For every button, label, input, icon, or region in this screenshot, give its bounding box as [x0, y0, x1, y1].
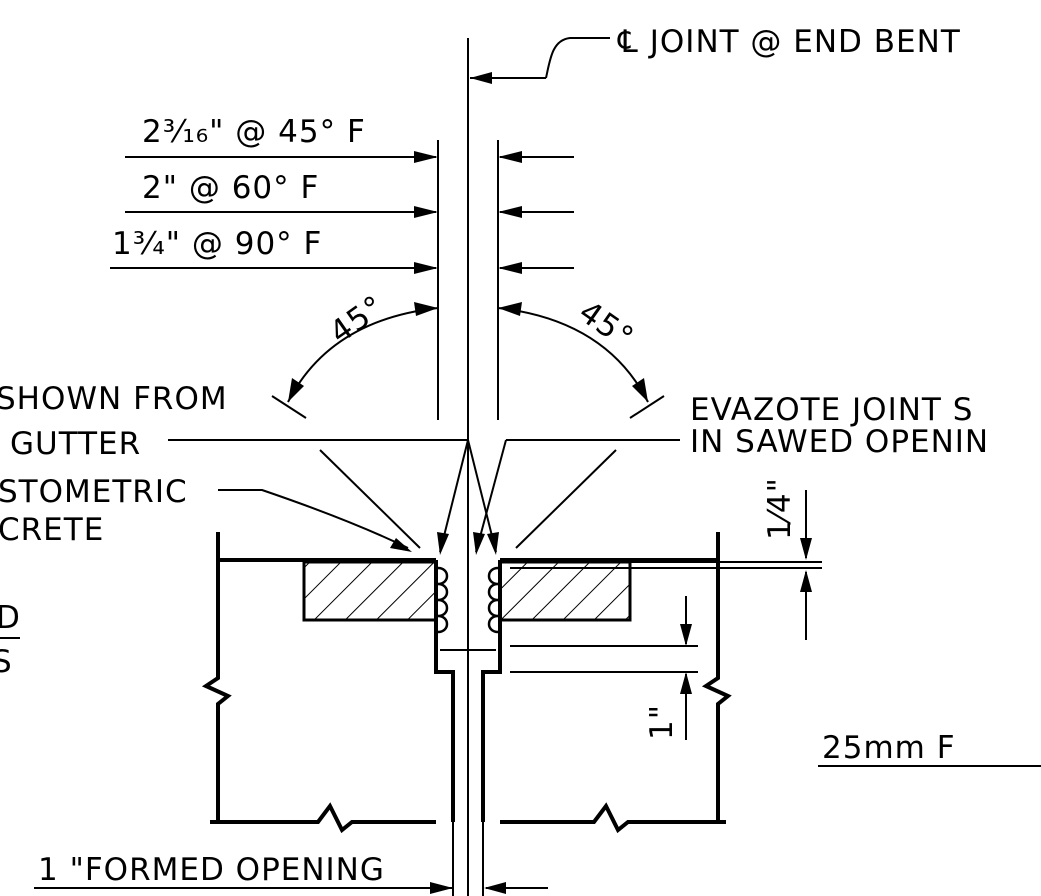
- gutter-label: GUTTER: [10, 426, 141, 462]
- formed-opening-note: 1 "FORMED OPENING: [34, 852, 548, 894]
- dim-90-label: 1³⁄₄" @ 90° F: [112, 226, 322, 262]
- dimension-rows: 2³⁄₁₆" @ 45° F 2" @ 60° F 1³⁄₄" @ 90° F: [110, 114, 574, 274]
- quarter-inch-label: 1⁄4": [762, 477, 798, 540]
- metric-label: 25mm F: [822, 730, 956, 766]
- dim-45-label: 2³⁄₁₆" @ 45° F: [142, 114, 366, 150]
- deck-slabs: [201, 532, 732, 834]
- elastomeric-concrete-left: [302, 560, 438, 622]
- edge-fragment-2: S: [0, 644, 13, 680]
- angle-left-label: 45°: [323, 288, 391, 351]
- elastomeric-label: STOMETRIC: [0, 474, 188, 510]
- joint-seal-right: [487, 566, 499, 634]
- joint-face-lines: [437, 140, 499, 896]
- left-edge-fragments: D S: [0, 600, 21, 680]
- angle-right-label: 45°: [572, 294, 640, 357]
- centerline-arrowhead: [470, 72, 492, 84]
- dim-60-label: 2" @ 60° F: [142, 170, 319, 206]
- one-inch-label: 1": [644, 704, 680, 740]
- concrete-label: CRETE: [0, 512, 104, 548]
- centerline-callout: ℄ JOINT @ END BENT: [467, 24, 961, 896]
- shown-from-label: SHOWN FROM: [0, 381, 228, 417]
- leader-lines: SHOWN FROM GUTTER STOMETRIC CRETE EVAZOT…: [0, 381, 989, 555]
- metric-note: 25mm F: [818, 730, 1041, 767]
- centerline-label: ℄ JOINT @ END BENT: [617, 24, 961, 60]
- edge-fragment-1: D: [0, 600, 21, 636]
- elastomeric-concrete-right: [498, 560, 632, 622]
- evazote-label-1: EVAZOTE JOINT S: [690, 392, 973, 428]
- joint-seal-left: [437, 566, 449, 634]
- formed-opening-label: 1 "FORMED OPENING: [38, 852, 385, 888]
- evazote-label-2: IN SAWED OPENIN: [690, 424, 989, 460]
- vertical-dimensions: 1⁄4" 1": [510, 477, 822, 740]
